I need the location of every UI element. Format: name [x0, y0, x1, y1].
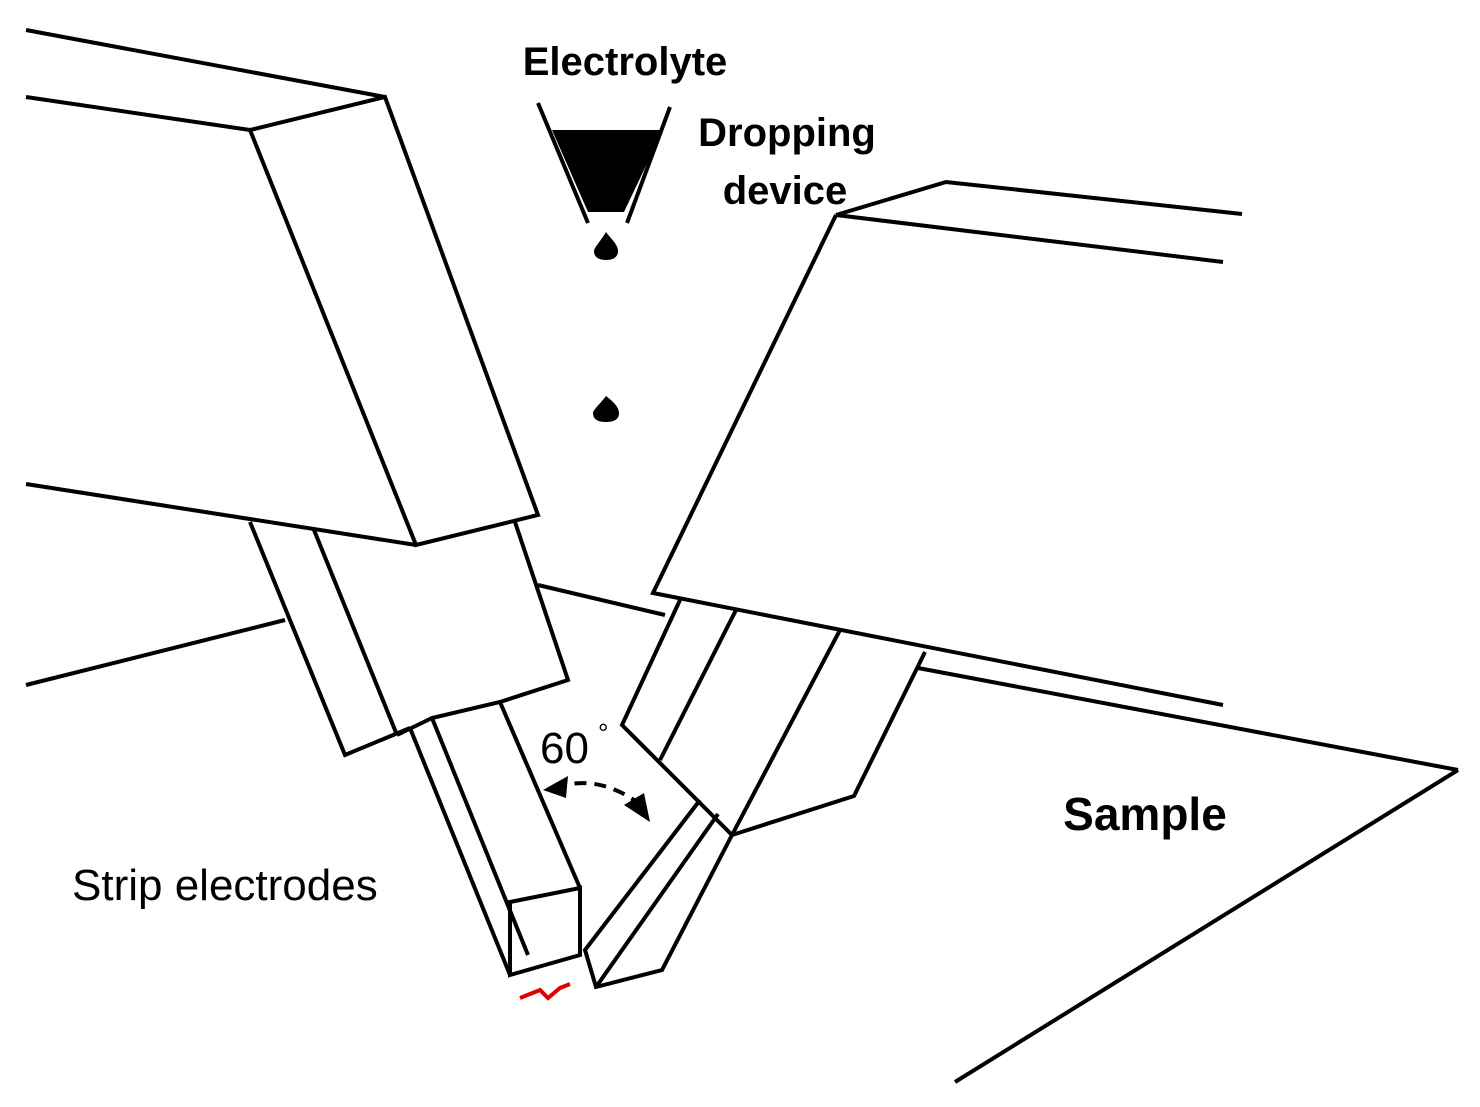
dropping-device-label-line2: device	[723, 169, 848, 213]
right-clamp-inner-edge-2	[730, 629, 842, 836]
left-electrode-outer-edge	[408, 727, 512, 976]
right-holder-front-face	[650, 214, 1224, 707]
dropping-device-label-line1: Dropping	[698, 111, 876, 155]
left-electrode-front-edge	[498, 701, 582, 889]
sample-label: Sample	[1063, 788, 1227, 840]
left-electrode-mid-edge	[430, 717, 530, 956]
electrolyte-fill	[552, 130, 663, 212]
right-strip-electrode	[582, 798, 734, 990]
sample-plane	[25, 583, 1460, 1084]
sample-back-edge-left	[537, 583, 666, 617]
right-clamp	[619, 599, 927, 838]
electrolyte-drop-1	[594, 232, 618, 260]
left-clamp-inner-edge	[312, 529, 399, 736]
left-strip-electrode	[408, 701, 582, 978]
angle-label: 60	[540, 724, 589, 773]
angle-degree-symbol: °	[598, 718, 608, 748]
sample-left-edge	[25, 618, 286, 687]
dropping-device	[536, 102, 672, 422]
sample-front-edge	[953, 768, 1460, 1084]
angle-arrow-right	[624, 793, 650, 822]
left-electrode-tip	[508, 885, 582, 978]
angle-indicator	[543, 776, 650, 822]
left-holder-top-edge	[25, 28, 386, 99]
left-clamp-side	[248, 521, 411, 758]
right-clamp-outline	[619, 599, 927, 838]
left-holder	[25, 28, 541, 548]
angle-arrow-left	[543, 776, 568, 798]
right-clamp-inner-edge-1	[658, 609, 738, 761]
left-clamp	[248, 521, 571, 758]
right-holder-top-edge	[835, 179, 1243, 217]
right-electrode-inner-edge	[594, 812, 720, 989]
sample-back-edge-right	[917, 666, 1459, 772]
dropping-device-left-wall	[536, 102, 590, 224]
right-holder-back-edge	[835, 213, 1224, 264]
electrolyte-label: Electrolyte	[523, 40, 728, 84]
right-holder	[650, 179, 1243, 707]
left-clamp-front	[396, 521, 571, 737]
left-holder-bottom-edge	[25, 482, 417, 547]
left-holder-front-face	[247, 94, 541, 548]
strip-electrodes-label: Strip electrodes	[72, 861, 378, 910]
spark-icon	[519, 982, 571, 1001]
electrolyte-drop-2	[593, 396, 619, 422]
dropping-device-right-wall	[625, 106, 672, 224]
left-holder-back-edge	[25, 95, 251, 132]
